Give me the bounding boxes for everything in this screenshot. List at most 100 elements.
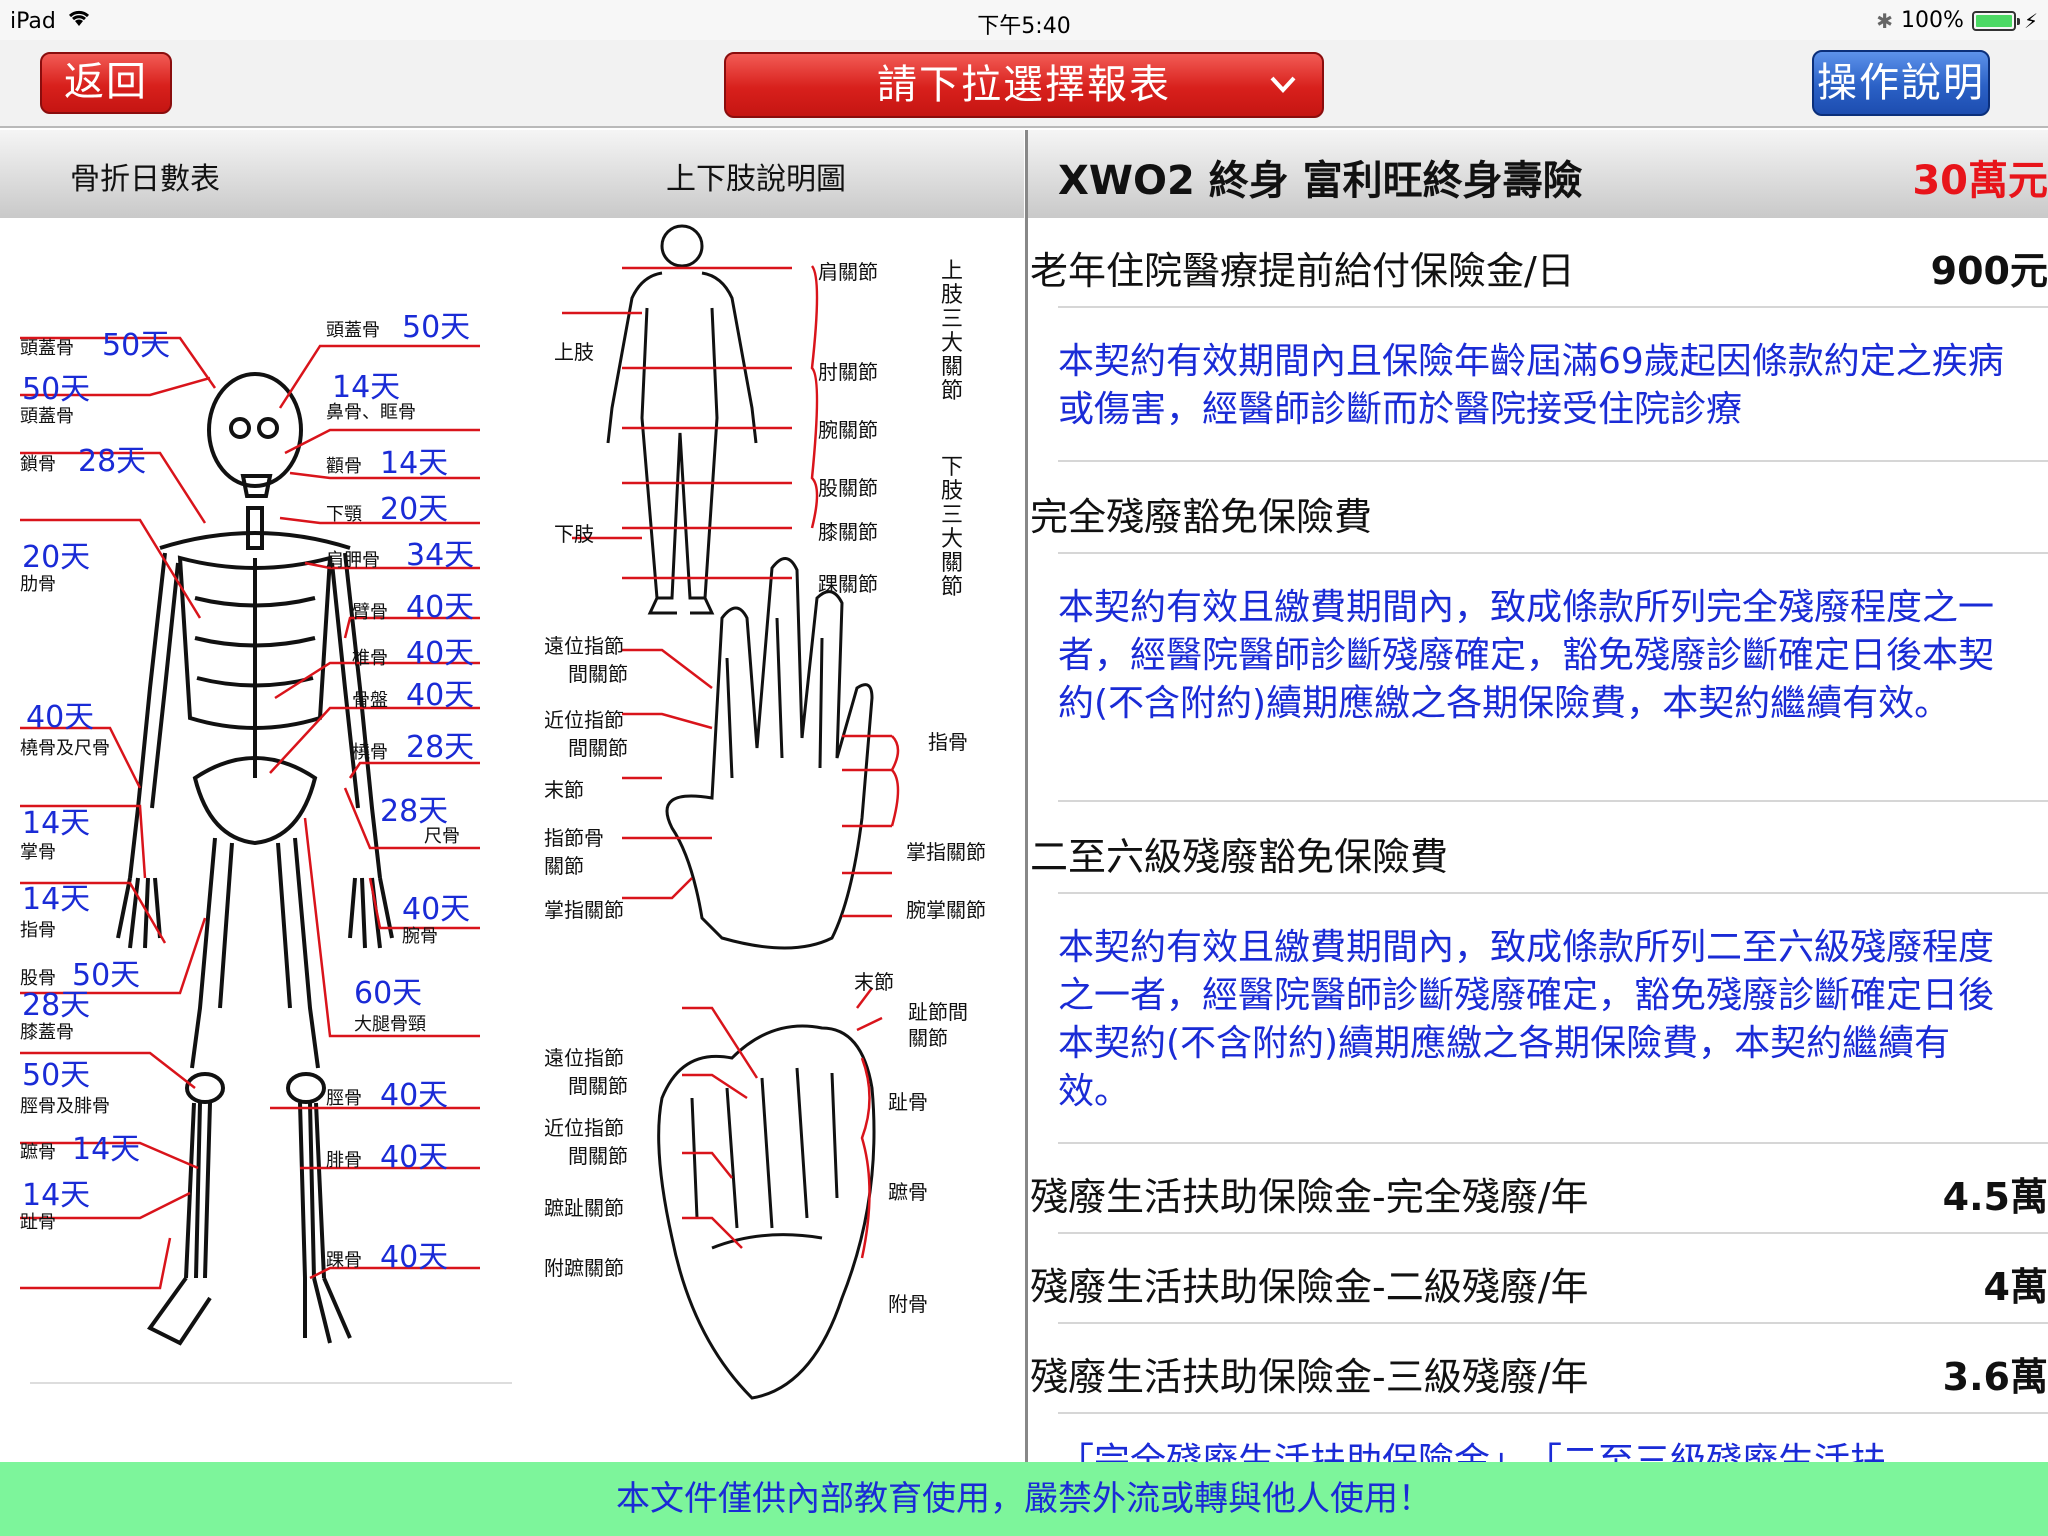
benefit-description: 本契約有效且繳費期間內，致成條款所列完全殘廢程度之一者，經醫院醫師診斷殘廢確定，… bbox=[1058, 587, 1995, 724]
body-label: 上肢 bbox=[554, 340, 594, 364]
bone-days: 60天 bbox=[354, 976, 423, 1011]
bone-label: 脛骨 bbox=[326, 1088, 362, 1109]
bone-days: 50天 bbox=[402, 310, 471, 345]
limbs-column-title: 上下肢說明圖 bbox=[666, 162, 846, 197]
bone-days: 14天 bbox=[72, 1132, 141, 1167]
benefit-name: 殘廢生活扶助保險金-二級殘廢/年 bbox=[1030, 1265, 1589, 1309]
row-separator bbox=[1058, 460, 2048, 462]
bone-days: 40天 bbox=[380, 1140, 449, 1175]
lower-joints-group-label: 下肢三大關節 bbox=[940, 455, 963, 600]
bone-label: 橈骨及尺骨 bbox=[20, 738, 110, 759]
body-label: 下肢 bbox=[554, 522, 594, 546]
device-name: iPad bbox=[10, 8, 56, 34]
bone-days: 40天 bbox=[380, 1078, 449, 1113]
bone-label: 下顎 bbox=[326, 504, 362, 525]
bone-label: 鎖骨 bbox=[20, 454, 56, 475]
fracture-column-header: 骨折日數表 bbox=[0, 130, 512, 218]
foot-label: 附蹠關節 bbox=[544, 1256, 624, 1280]
bone-label: 蹠骨 bbox=[20, 1142, 56, 1163]
bone-days: 14天 bbox=[380, 446, 449, 481]
bone-label: 頭蓋骨 bbox=[326, 320, 380, 341]
bone-label: 顴骨 bbox=[326, 456, 362, 477]
bone-label: 脛骨及腓骨 bbox=[20, 1096, 110, 1117]
bone-label: 頭蓋骨 bbox=[20, 406, 74, 427]
foot-label: 間關節 bbox=[568, 1144, 628, 1168]
help-button[interactable]: 操作說明 bbox=[1812, 50, 1990, 116]
foot-label: 間關節 bbox=[568, 1074, 628, 1098]
bone-days: 28天 bbox=[406, 730, 475, 765]
bone-label: 橈骨 bbox=[352, 742, 388, 763]
bone-days: 34天 bbox=[406, 538, 475, 573]
row-separator bbox=[1058, 306, 2048, 308]
back-button[interactable]: 返回 bbox=[40, 52, 172, 114]
bone-label: 大腿骨頸 bbox=[354, 1014, 426, 1035]
bone-label: 踝骨 bbox=[326, 1250, 362, 1271]
benefit-row[interactable]: 殘廢生活扶助保險金-三級殘廢/年 3.6萬 bbox=[1030, 1346, 2048, 1401]
bone-days: 40天 bbox=[380, 1240, 449, 1275]
upper-joints-group-label: 上肢三大關節 bbox=[940, 259, 963, 404]
hand-label: 掌指關節 bbox=[906, 840, 986, 864]
bone-label: 椎骨 bbox=[352, 648, 388, 669]
bone-days: 40天 bbox=[26, 700, 95, 735]
row-separator bbox=[1058, 552, 2048, 554]
foot-label: 蹠趾關節 bbox=[544, 1196, 624, 1220]
foot-label: 趾節間 bbox=[908, 1000, 968, 1024]
row-separator bbox=[1058, 1322, 2048, 1324]
panel-divider bbox=[30, 1382, 512, 1384]
bone-days: 28天 bbox=[22, 988, 91, 1023]
row-separator bbox=[1058, 892, 2048, 894]
benefit-value: 3.6萬 bbox=[1942, 1355, 2048, 1399]
row-separator bbox=[1058, 1142, 2048, 1144]
report-dropdown[interactable]: 請下拉選擇報表 bbox=[724, 52, 1324, 118]
benefit-value: 4.5萬 bbox=[1942, 1175, 2048, 1219]
footer-notice: 本文件僅供內部教育使用，嚴禁外流或轉與他人使用！ bbox=[0, 1462, 2048, 1536]
fracture-column-title: 骨折日數表 bbox=[70, 162, 220, 197]
bluetooth-icon: ✱ bbox=[1876, 8, 1894, 33]
plan-amount: 30萬元 bbox=[1912, 158, 2048, 204]
row-separator bbox=[1058, 800, 2048, 802]
plan-header bbox=[1027, 130, 2048, 218]
bone-label: 肋骨 bbox=[20, 574, 56, 595]
benefit-row[interactable]: 老年住院醫療提前給付保險金/日 900元 bbox=[1030, 240, 2048, 295]
bone-label: 骨盤 bbox=[352, 690, 388, 711]
benefit-name: 老年住院醫療提前給付保險金/日 bbox=[1030, 249, 1575, 293]
bone-days: 40天 bbox=[406, 678, 475, 713]
benefit-description: 本契約有效且繳費期間內，致成條款所列二至六級殘廢程度之一者，經醫院醫師診斷殘廢確… bbox=[1058, 927, 1995, 1112]
benefit-name: 殘廢生活扶助保險金-三級殘廢/年 bbox=[1030, 1355, 1589, 1399]
battery-percent: 100% bbox=[1901, 8, 1964, 33]
bone-days: 14天 bbox=[22, 882, 91, 917]
joint-label: 膝關節 bbox=[818, 520, 878, 544]
status-bar: iPad 下午5:40 ✱ 100% ⚡ bbox=[0, 0, 2048, 40]
joint-label: 股關節 bbox=[818, 476, 878, 500]
hand-label: 掌指關節 bbox=[544, 898, 624, 922]
benefit-name: 二至六級殘廢豁免保險費 bbox=[1030, 835, 1449, 879]
hand-label: 指骨 bbox=[928, 730, 968, 754]
bone-days: 50天 bbox=[72, 958, 141, 993]
benefit-row[interactable]: 二至六級殘廢豁免保險費 bbox=[1030, 826, 2048, 881]
plan-title: XWO2 終身 富利旺終身壽險 bbox=[1058, 158, 1583, 204]
hand-label: 遠位指節 bbox=[544, 634, 624, 658]
bone-label: 鼻骨、眶骨 bbox=[326, 402, 416, 423]
limbs-column-header: 上下肢說明圖 bbox=[512, 130, 1024, 218]
foot-label: 蹠骨 bbox=[888, 1180, 928, 1204]
bone-days: 40天 bbox=[406, 636, 475, 671]
bone-days: 14天 bbox=[332, 370, 401, 405]
bone-days: 20天 bbox=[380, 492, 449, 527]
fracture-days-panel: 頭蓋骨 50天 50天 頭蓋骨 鎖骨 28天 20天 肋骨 40天 橈骨及尺骨 … bbox=[0, 218, 512, 1462]
bone-days: 50天 bbox=[102, 328, 171, 363]
hand-label: 腕掌關節 bbox=[906, 898, 986, 922]
benefit-name: 完全殘廢豁免保險費 bbox=[1030, 495, 1373, 539]
benefit-row[interactable]: 殘廢生活扶助保險金-完全殘廢/年 4.5萬 bbox=[1030, 1166, 2048, 1221]
benefit-row[interactable]: 殘廢生活扶助保險金-二級殘廢/年 4萬 bbox=[1030, 1256, 2048, 1311]
charging-icon: ⚡ bbox=[2023, 8, 2038, 33]
bone-days: 50天 bbox=[22, 372, 91, 407]
chevron-down-icon bbox=[1268, 54, 1298, 136]
bone-label: 肩胛骨 bbox=[326, 550, 380, 571]
benefit-row[interactable]: 完全殘廢豁免保險費 bbox=[1030, 486, 2048, 541]
joint-label: 肩關節 bbox=[818, 260, 878, 284]
bone-label: 尺骨 bbox=[424, 826, 460, 847]
limb-diagram bbox=[562, 224, 900, 1400]
wifi-icon bbox=[66, 8, 92, 34]
foot-label: 趾骨 bbox=[888, 1090, 928, 1114]
